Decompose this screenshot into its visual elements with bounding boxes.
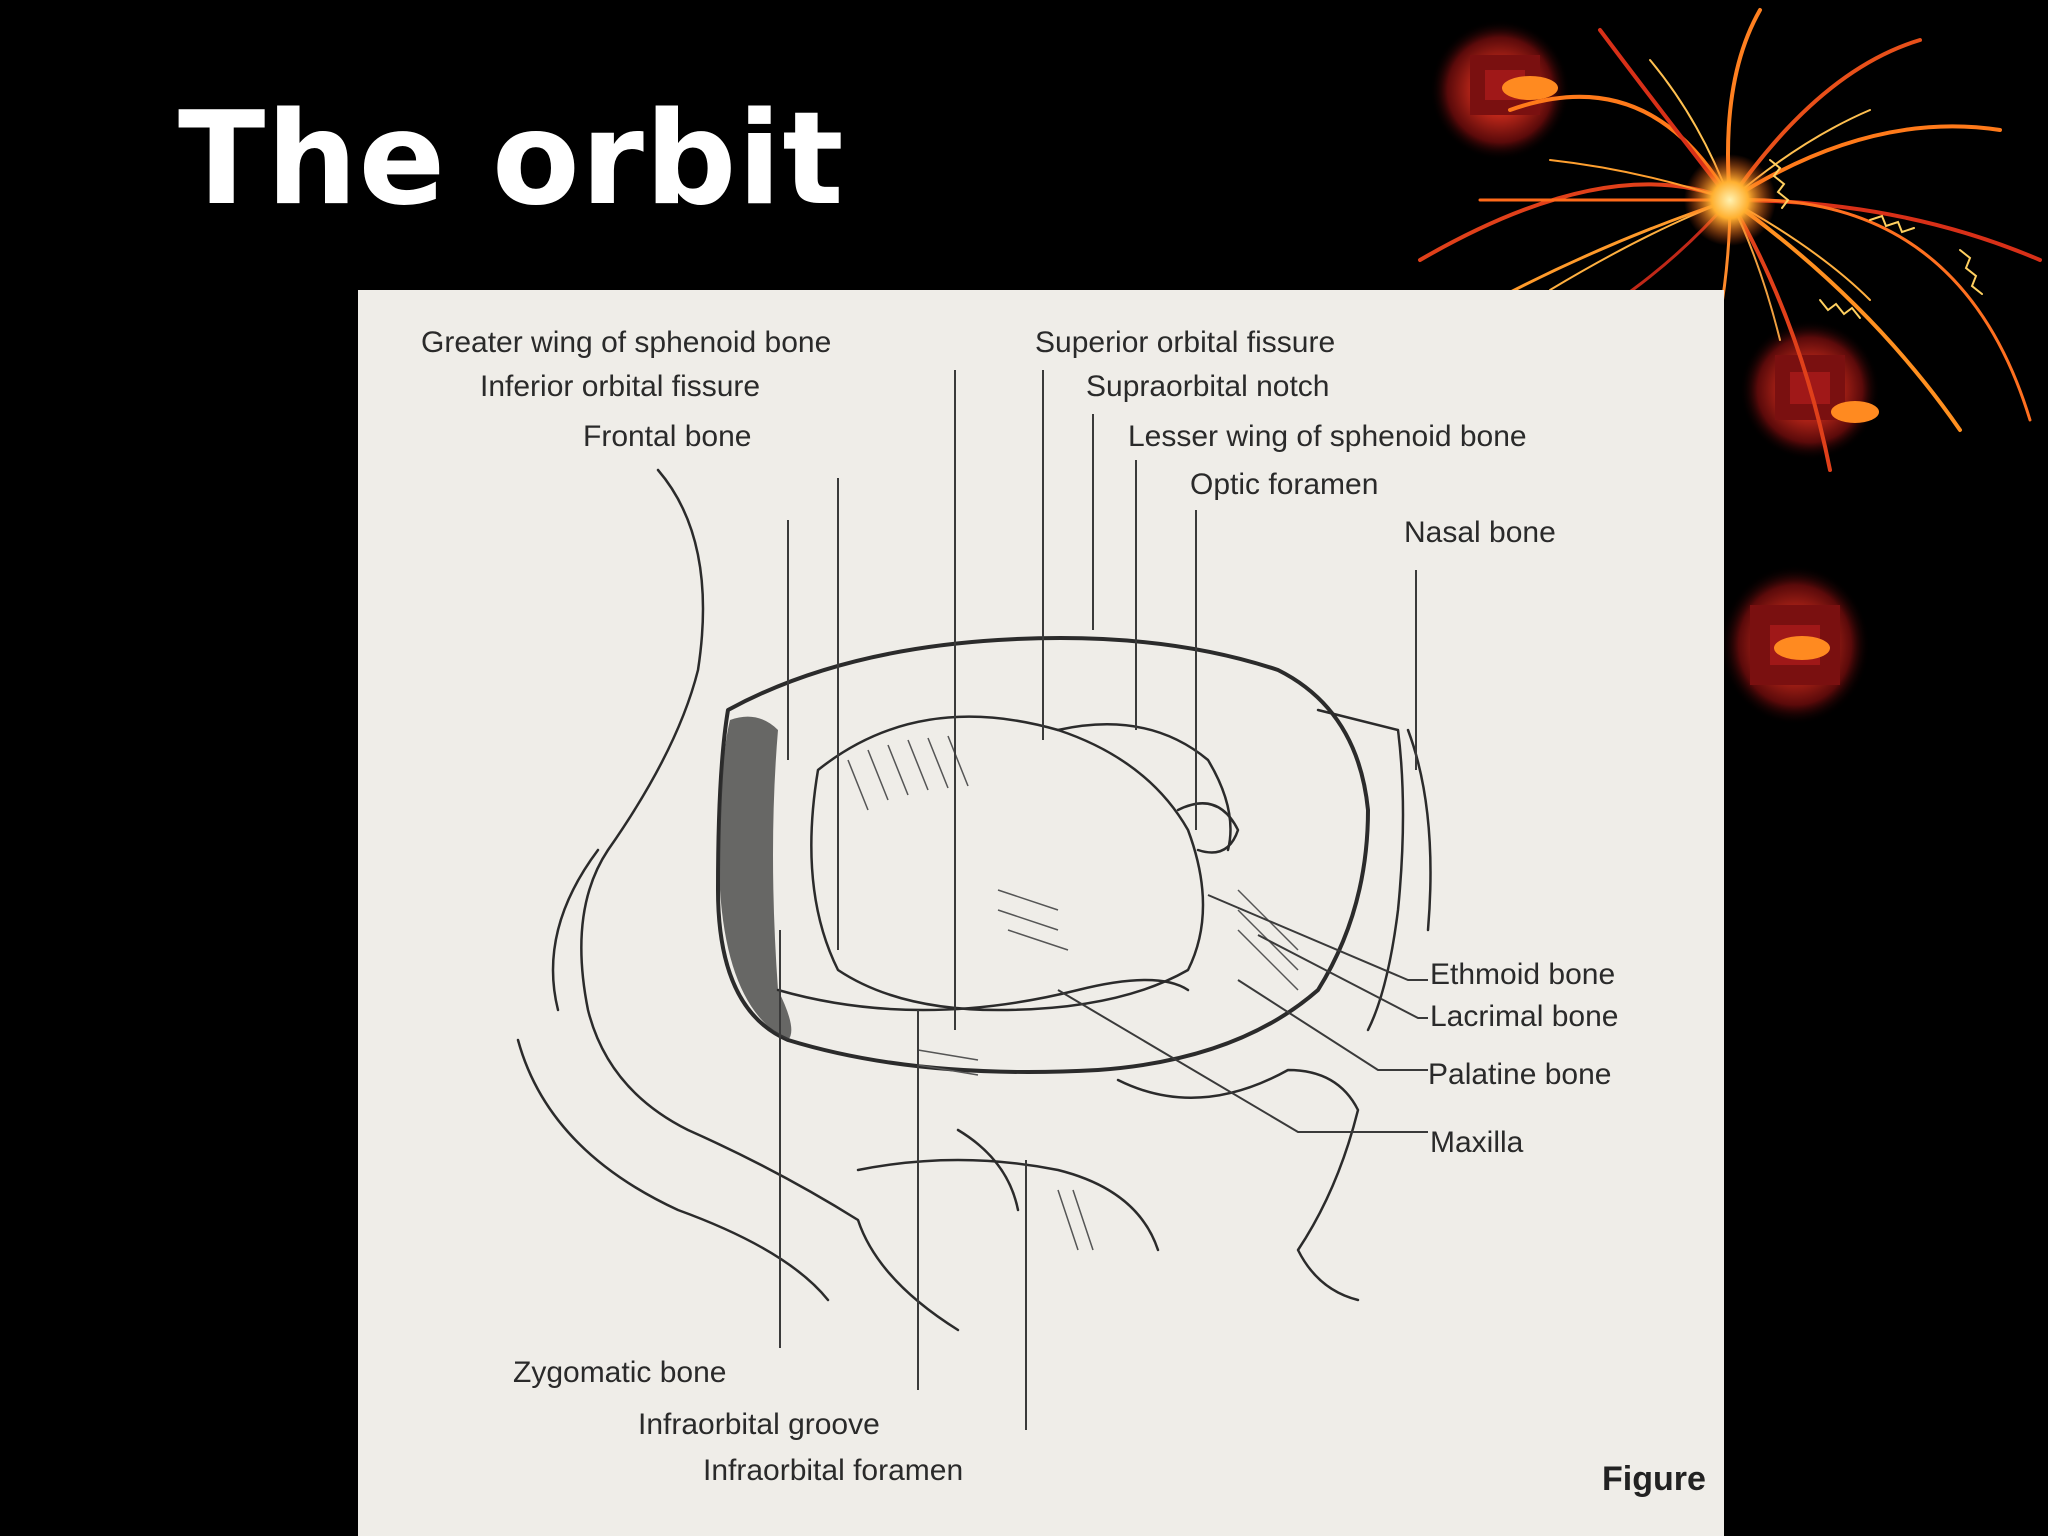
zygomatic-arch-contour [516, 1038, 830, 1302]
leader-lines [779, 370, 1428, 1430]
glow-square-3 [1720, 565, 1870, 725]
orbit-diagram: Greater wing of sphenoid bone Inferior o… [358, 290, 1724, 1536]
leader-lacrimal [1257, 934, 1428, 1019]
glow-square-1 [1430, 20, 1570, 160]
hatching [847, 735, 1299, 1251]
label-ethmoid-bone: Ethmoid bone [1430, 958, 1615, 991]
inferior-fissure-contour [776, 978, 1190, 1012]
label-superior-orbital-fissure: Superior orbital fissure [1035, 326, 1335, 359]
diagram-labels: Greater wing of sphenoid bone Inferior o… [421, 326, 1706, 1498]
orbit-sketch [516, 468, 1432, 1332]
label-infraorbital-groove: Infraorbital groove [638, 1408, 880, 1441]
label-zygomatic-bone: Zygomatic bone [513, 1356, 726, 1389]
figure-caption: Figure [1602, 1460, 1706, 1498]
label-lacrimal-bone: Lacrimal bone [1430, 1000, 1618, 1033]
temporal-contour [551, 848, 600, 1012]
label-nasal-bone: Nasal bone [1404, 516, 1556, 549]
firework-core [1684, 154, 1776, 246]
nasal-bone-contour [1316, 708, 1405, 1032]
label-optic-foramen: Optic foramen [1190, 468, 1378, 501]
infraorbital-groove-contour [956, 1128, 1020, 1212]
leader-ethmoid [1207, 894, 1428, 981]
superior-fissure-contour [1056, 723, 1232, 852]
orbital-rim [716, 636, 1370, 1074]
slide-title: The orbit [178, 85, 845, 234]
skull-left-contour [580, 468, 960, 1332]
maxilla-contour [1116, 1068, 1360, 1302]
orbit-shadow [719, 716, 792, 1040]
infraorbital-contour [856, 1158, 1160, 1252]
leader-maxilla [1057, 989, 1428, 1133]
label-palatine-bone: Palatine bone [1428, 1058, 1612, 1091]
label-infraorbital-foramen: Infraorbital foramen [703, 1454, 963, 1487]
leader-palatine [1237, 979, 1428, 1071]
label-inferior-orbital-fissure: Inferior orbital fissure [480, 370, 760, 403]
nasal-edge-contour [1406, 728, 1432, 932]
label-frontal-bone: Frontal bone [583, 420, 751, 453]
label-supraorbital-notch: Supraorbital notch [1086, 370, 1330, 403]
label-lesser-wing: Lesser wing of sphenoid bone [1128, 420, 1527, 453]
label-greater-wing: Greater wing of sphenoid bone [421, 326, 831, 359]
optic-canal-contour [1176, 802, 1240, 854]
label-maxilla: Maxilla [1430, 1126, 1524, 1159]
orbital-floor-contour [810, 715, 1205, 1012]
